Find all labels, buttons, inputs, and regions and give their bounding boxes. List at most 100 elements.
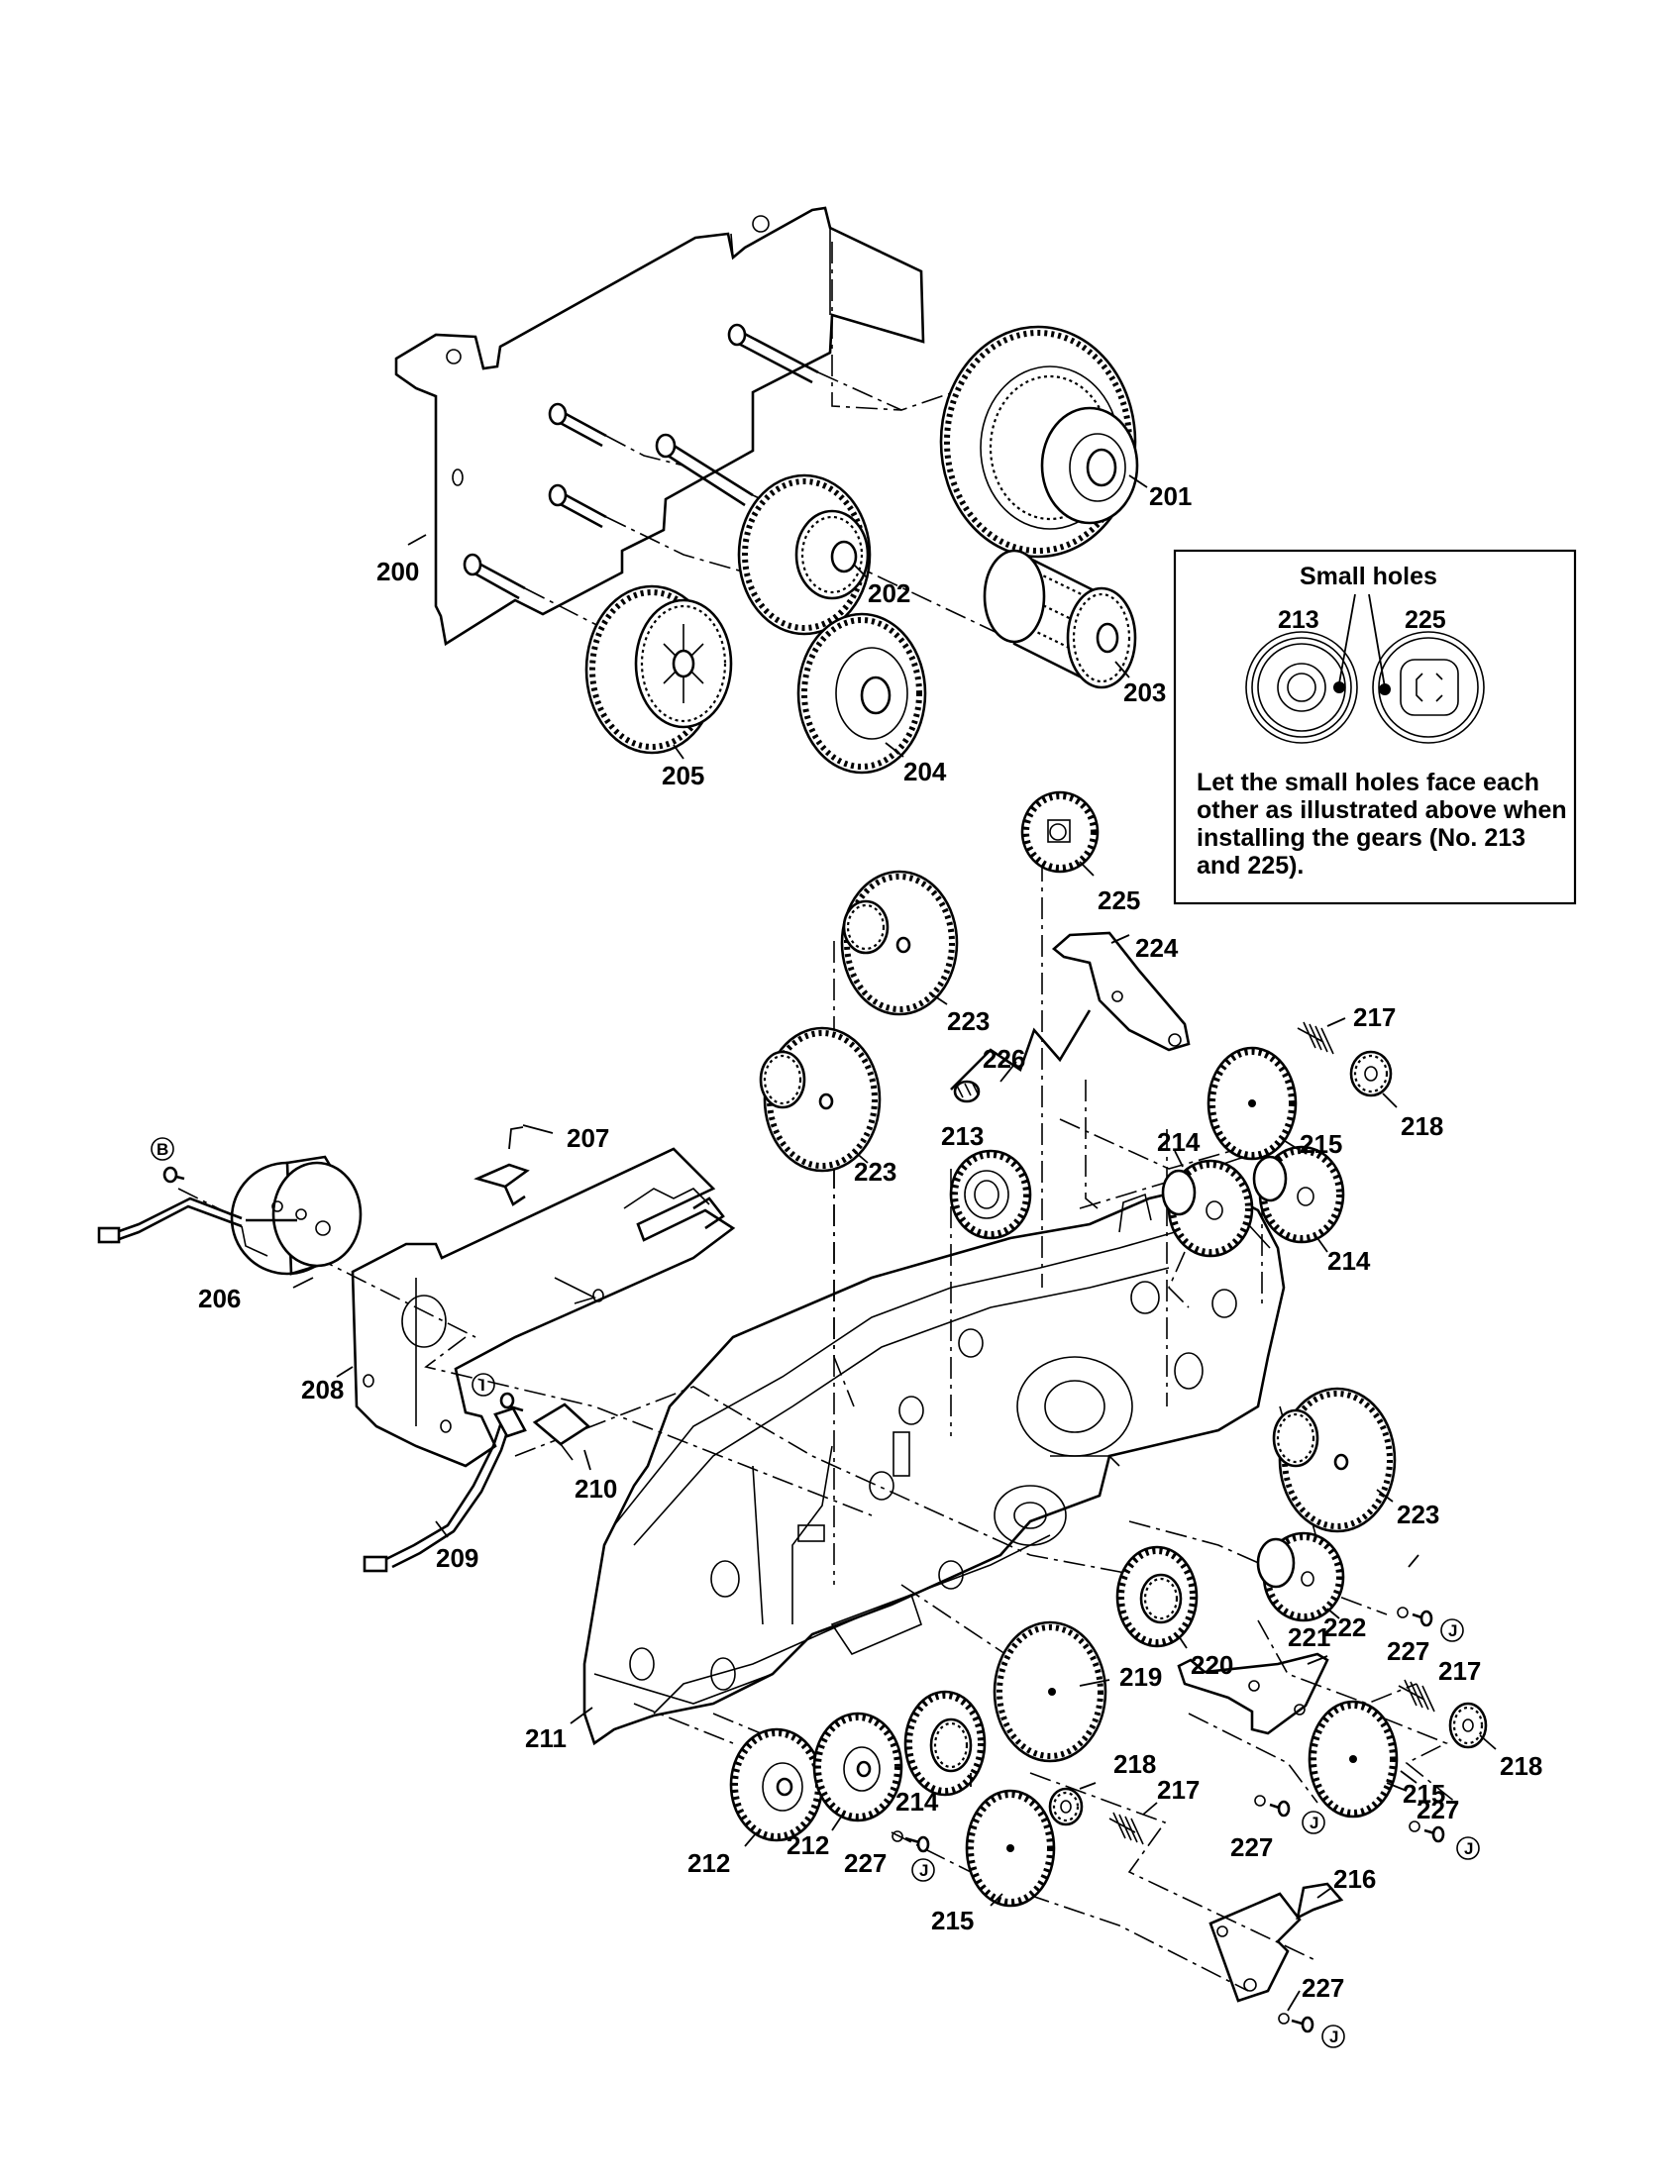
label-223-c: 223: [1397, 1500, 1439, 1529]
part-labels: 200 201 202 203 204 205 225 224 223 217 …: [198, 481, 1542, 2003]
label-216: 216: [1333, 1864, 1376, 1894]
gear-225: [1020, 790, 1100, 874]
washer-218-right: [1448, 1702, 1488, 1749]
washer-218-upper: [1349, 1050, 1393, 1097]
inset-note-line-1: Let the small holes face each: [1197, 769, 1539, 796]
label-227-a: 227: [1387, 1636, 1429, 1666]
lever-221: [1177, 1652, 1329, 1735]
gear-213: [949, 1149, 1032, 1240]
screw-marker-j-2: J: [1310, 1814, 1318, 1832]
inset-gear-b-label: 225: [1405, 606, 1446, 634]
gear-214-right: [1252, 1145, 1345, 1244]
screw-b: B: [151, 1137, 185, 1184]
screw-j-1: J: [1397, 1607, 1464, 1642]
screws-227-j: J J J J J: [892, 1607, 1480, 2048]
label-203: 203: [1123, 677, 1166, 707]
label-209: 209: [436, 1543, 478, 1573]
gear-201: [939, 325, 1139, 559]
label-218-a: 218: [1401, 1111, 1443, 1141]
label-218-b: 218: [1113, 1749, 1156, 1779]
label-227-e: 227: [1302, 1973, 1344, 2003]
label-212-b: 212: [787, 1830, 829, 1860]
gear-212-left: [729, 1727, 824, 1842]
inset-title: Small holes: [1300, 563, 1437, 590]
screw-marker-j-1: J: [1448, 1621, 1457, 1640]
washer-218-lower: [1048, 1787, 1084, 1826]
screw-marker-j-5: J: [1329, 2028, 1338, 2046]
gear-220: [1115, 1545, 1199, 1648]
lever-224: [1051, 931, 1191, 1052]
label-227-b: 227: [1417, 1795, 1459, 1824]
gear-222: [1256, 1531, 1345, 1622]
screw-marker-j-4: J: [919, 1861, 928, 1880]
inset-note-line-4: and 225).: [1197, 852, 1304, 880]
label-214-a: 214: [1157, 1127, 1201, 1157]
spring-226: [950, 1009, 1092, 1103]
inset-note-box: Small holes 213 225 Let the small holes …: [1173, 549, 1577, 905]
housing-211: [582, 1183, 1286, 1746]
label-221: 221: [1288, 1622, 1330, 1652]
label-210: 210: [575, 1474, 617, 1504]
gear-204: [796, 612, 927, 775]
label-217-a: 217: [1353, 1002, 1396, 1032]
label-223-a: 223: [947, 1006, 990, 1036]
gear-215-right: [1308, 1700, 1399, 1819]
label-224: 224: [1135, 933, 1179, 963]
gear-223-right: [1272, 1387, 1397, 1533]
label-217-c: 217: [1157, 1775, 1200, 1805]
inset-gear-a-label: 213: [1278, 606, 1319, 634]
gear-215-upper: [1207, 1046, 1298, 1161]
label-211: 211: [525, 1723, 567, 1753]
shafts: [463, 323, 819, 600]
label-207: 207: [567, 1123, 609, 1153]
alignment-lines-lower: [177, 822, 1457, 1992]
label-227-d: 227: [844, 1848, 887, 1878]
gear-215-lower: [965, 1789, 1056, 1908]
inset-note-line-3: installing the gears (No. 213: [1197, 824, 1525, 852]
label-208: 208: [301, 1375, 344, 1404]
leader-lines: [292, 474, 1497, 2012]
frame-plate-200: [394, 206, 925, 647]
gear-214-lower: [903, 1690, 987, 1797]
gear-205: [584, 584, 733, 755]
inset-gear-213: [1245, 631, 1358, 744]
part-207: [473, 1124, 554, 1206]
label-220: 220: [1191, 1650, 1233, 1680]
spring-217-right: [1398, 1679, 1435, 1713]
label-217-b: 217: [1438, 1656, 1481, 1686]
label-213: 213: [941, 1121, 984, 1151]
gear-223-middle: [759, 1026, 882, 1173]
label-222: 222: [1323, 1612, 1366, 1642]
label-223-b: 223: [854, 1157, 896, 1187]
label-214-b: 214: [1327, 1246, 1371, 1276]
screw-j-2: J: [1254, 1795, 1325, 1834]
screw-j-3: J: [1409, 1820, 1480, 1860]
label-215-b: 215: [1403, 1779, 1445, 1809]
screw-marker-j-3: J: [1464, 1839, 1473, 1858]
spring-217-upper: [1297, 1021, 1334, 1055]
screw-marker-b: B: [157, 1140, 168, 1159]
label-202: 202: [868, 578, 910, 608]
label-201: 201: [1149, 481, 1192, 511]
label-218-c: 218: [1500, 1751, 1542, 1781]
gear-223-upper: [840, 870, 959, 1016]
bracket-216: [1208, 1882, 1344, 2003]
label-227-c: 227: [1230, 1832, 1273, 1862]
label-215-a: 215: [1300, 1129, 1342, 1159]
gear-219: [993, 1620, 1107, 1763]
gear-202: [737, 473, 872, 636]
spring-217-lower: [1108, 1812, 1144, 1845]
gear-203: [983, 548, 1137, 689]
screw-marker-i: I: [480, 1376, 485, 1395]
label-205: 205: [662, 761, 704, 790]
screw-j-5: J: [1278, 2013, 1345, 2048]
motor-206: [97, 1155, 363, 1276]
gear-212-right: [812, 1712, 903, 1822]
label-200: 200: [376, 557, 419, 586]
label-204: 204: [903, 757, 947, 786]
label-212-a: 212: [687, 1848, 730, 1878]
label-215-c: 215: [931, 1906, 974, 1935]
screw-j-4: J: [892, 1830, 935, 1882]
label-206: 206: [198, 1284, 241, 1313]
